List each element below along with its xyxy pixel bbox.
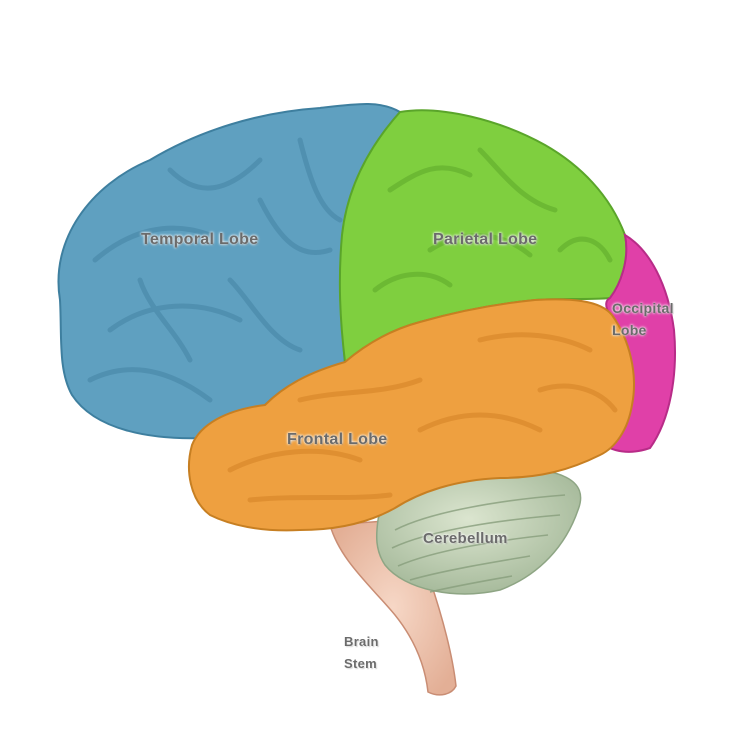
brain-stem-label: Brain Stem <box>344 634 379 671</box>
cerebellum-region <box>375 468 582 595</box>
frontal-lobe-region <box>188 298 635 532</box>
temporal-lobe-label: Temporal Lobe <box>141 231 259 248</box>
frontal-lobe-label: Frontal Lobe <box>287 431 388 448</box>
cerebellum-label: Cerebellum <box>423 530 508 547</box>
parietal-lobe-label: Parietal Lobe <box>433 231 538 248</box>
occipital-lobe-label: Occipital Lobe <box>612 300 674 338</box>
